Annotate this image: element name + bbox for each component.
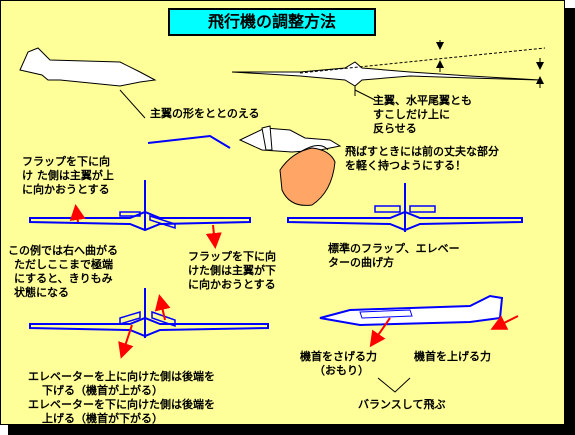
label-example-1: この例では右へ曲がる — [8, 244, 118, 257]
label-elevator-4: 上げる（機首が下がる） — [42, 412, 163, 425]
label-warp-2: すこしだけ上に — [373, 108, 450, 121]
label-example-2: ただしここまで極端 — [14, 258, 113, 271]
label-nose-down-force: 機首をさげる力 — [300, 350, 377, 363]
label-elevator-3: エレベーターを下に向けた側は後端を — [28, 398, 215, 411]
label-hold-2: を軽く持つようにする！ — [345, 159, 467, 172]
wing-standard — [287, 183, 523, 232]
wing-example-right-turn — [29, 180, 251, 249]
label-weight: （おもり） — [314, 364, 369, 377]
page-title: 飛行機の調整方法 — [168, 8, 376, 36]
sheet-shadow-bottom — [8, 425, 575, 435]
label-example-4: 状態になる — [14, 286, 69, 299]
sheet-shadow-right — [565, 8, 575, 435]
wing-elevator-example — [29, 288, 269, 359]
label-warp-1: 主翼、水平尾翼とも — [373, 94, 472, 107]
label-warp-3: 反らせる — [373, 122, 417, 135]
glider-front-view — [231, 40, 546, 96]
label-flap-up-3: に向かおうとする — [22, 183, 110, 196]
glider-side-view — [19, 47, 157, 87]
label-main-wing-shape: 主翼の形をととのえる — [150, 107, 260, 120]
pointer-line-shape — [119, 89, 146, 119]
label-flap-down-1: フラップを下に向 — [188, 250, 276, 263]
label-flap-down-2: けた側は主翼が下 — [188, 264, 276, 277]
label-nose-up-force: 機首を上げる力 — [414, 350, 491, 363]
label-flap-down-3: に向かおうとする — [188, 278, 276, 291]
wing-fragment-shape — [147, 134, 231, 149]
label-elevator-1: エレベーターを上に向けた側は後端を — [28, 370, 215, 383]
hand-holding-plane — [238, 125, 342, 206]
label-flap-up-2: け た側は主翼が上 — [22, 169, 114, 182]
label-hold-1: 飛ばすときには前の丈夫な部分 — [345, 145, 499, 158]
label-flap-up-1: フラップを下に向 — [22, 155, 110, 168]
glider-balance — [319, 294, 519, 393]
label-standard-1: 標準のフラップ、エレベー — [328, 242, 460, 255]
label-balance: バランスして飛ぶ — [358, 398, 446, 411]
pointer-line-warp — [354, 89, 376, 101]
label-example-3: にすると、きりもみ — [14, 272, 113, 285]
label-standard-2: ターの曲げ方 — [328, 256, 394, 269]
label-elevator-2: 下げる（機首が上がる） — [42, 384, 163, 397]
